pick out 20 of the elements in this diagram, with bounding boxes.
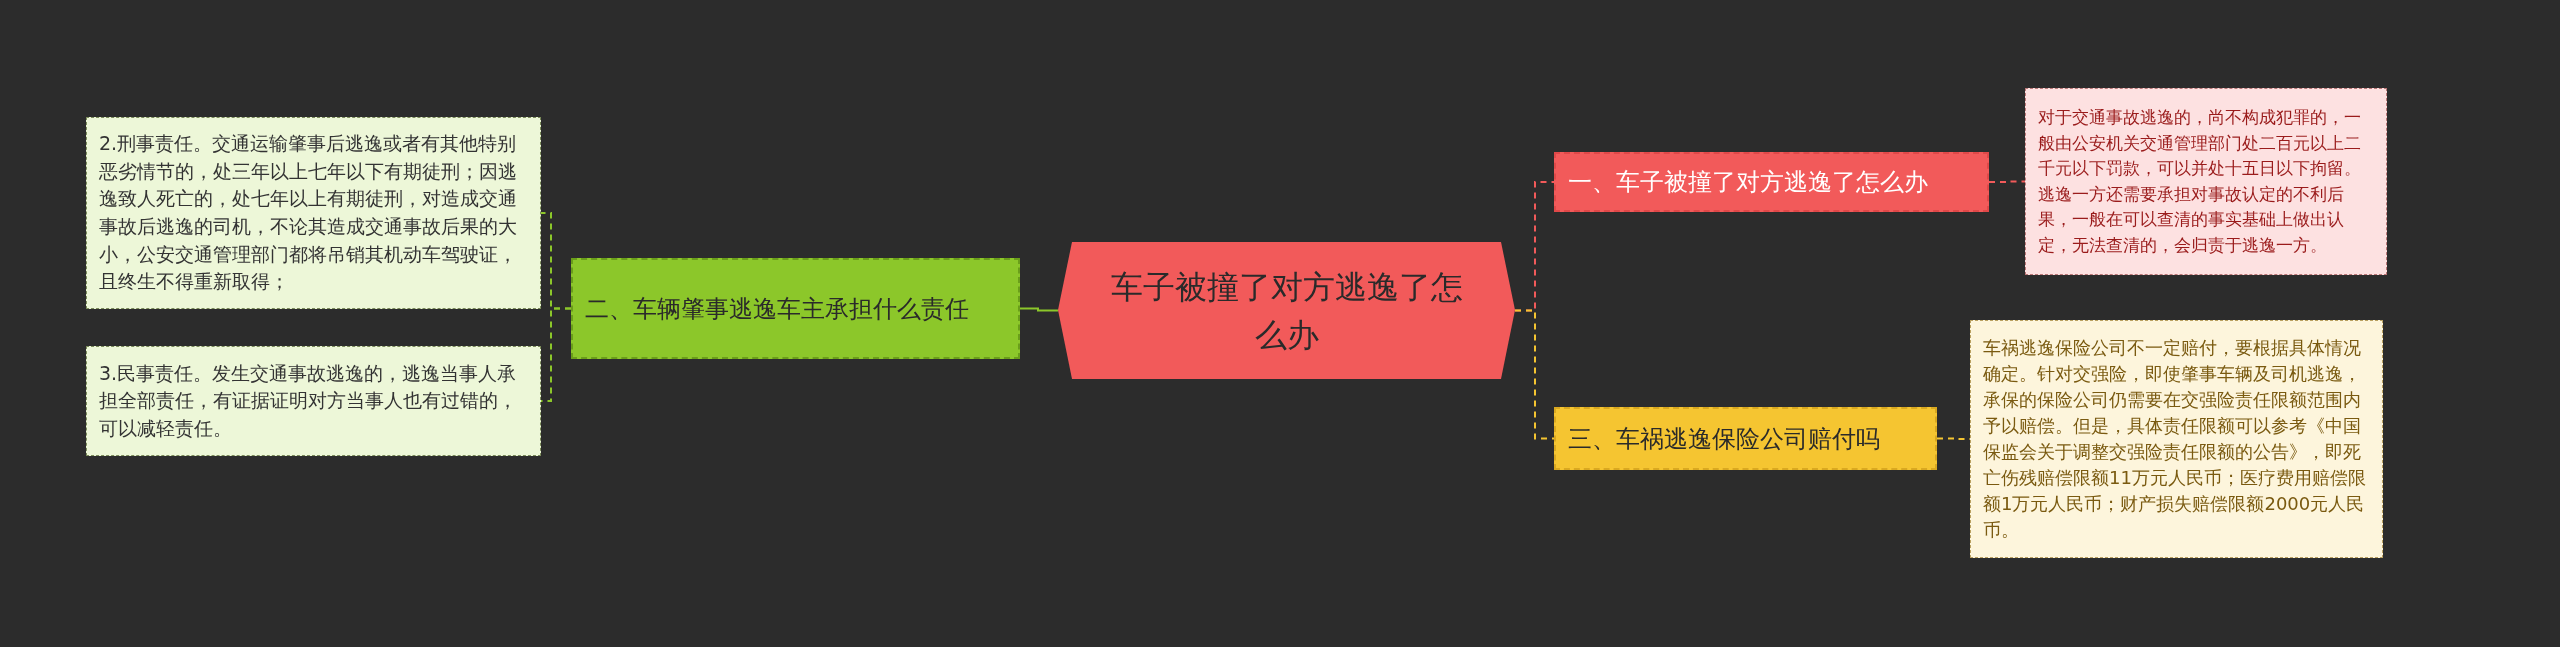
detail-note xyxy=(2025,88,2387,275)
node-text: 车祸逃逸保险公司不一定赔付，要根据具体情况确定。针对交强险，即使肇事车辆及司机逃逸，承保的保险公司仍需要在交强险责任限额范围内予以赔偿。但是，具体责任限额可以参考《中国保监会关于调整交强险责任限额的公告》，即死亡伤残赔偿限额11万元人民币；医疗费用赔偿限额1万元人民币；财产损失赔偿限额2000元人民币。 xyxy=(1983,335,2367,543)
connector-line xyxy=(540,307,572,402)
node-text: 二、车辆肇事逃逸车主承担什么责任 xyxy=(585,293,970,325)
connector-line xyxy=(1019,307,1059,312)
detail-note xyxy=(86,346,541,456)
node-text: 车子被撞了对方逃逸了怎么办 xyxy=(1109,266,1464,356)
node-text: 对于交通事故逃逸的，尚不构成犯罪的，一般由公安机关交通管理部门处二百元以上二千元以下罚款，可以并处十五日以下拘留。逃逸一方还需要承担对事故认定的不利后果，一般在可以查清的事实基础上做出认定，无法查清的，会归责于逃逸一方。 xyxy=(2038,106,2362,257)
connector-line xyxy=(1514,309,1555,440)
node-text: 2.刑事责任。交通运输肇事后逃逸或者有其他特别恶劣情节的，处三年以上七年以下有期徒刑；因逃逸致人死亡的，处七年以上有期徒刑，对造成交通事故后逃逸的司机，不论其造成交通事故后果的大小，公安交通管理部门都将吊销其机动车驾驶证，且终生不得重新取得； xyxy=(99,131,518,295)
detail-note xyxy=(1970,320,2383,558)
connector-line xyxy=(1988,180,2026,183)
node-text: 一、车子被撞了对方逃逸了怎么办 xyxy=(1568,167,1929,198)
node-text: 三、车祸逃逸保险公司赔付吗 xyxy=(1568,423,1881,455)
branch-topic xyxy=(1554,407,1937,470)
branch-topic xyxy=(1554,152,1989,212)
node-text: 3.民事责任。发生交通事故逃逸的，逃逸当事人承担全部责任，有证据证明对方当事人也有过错的，可以减轻责任。 xyxy=(99,360,518,441)
branch-topic xyxy=(571,258,1020,359)
detail-note xyxy=(86,117,541,309)
central-topic-hexagon xyxy=(1058,242,1515,379)
